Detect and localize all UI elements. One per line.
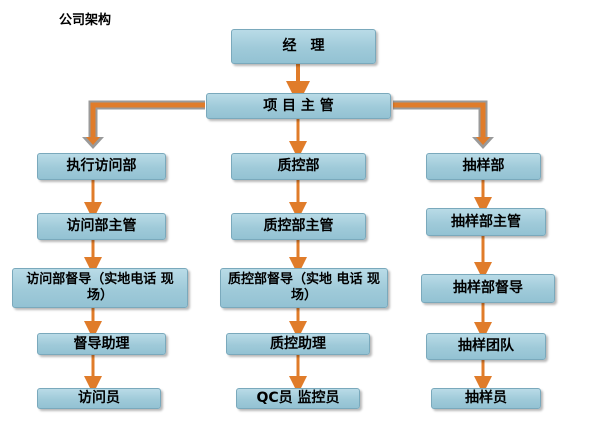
node-manager: 经 理 <box>231 29 376 64</box>
connector-branch-left <box>82 100 205 149</box>
connector-branch-right <box>393 100 494 149</box>
node-sampling-supervisor: 抽样部主管 <box>426 208 546 236</box>
node-sampling-staff: 抽样员 <box>431 388 541 409</box>
node-exec-director: 访问部督导（实地电话 现场） <box>12 268 188 308</box>
node-exec-supervisor: 访问部主管 <box>37 213 166 240</box>
page-title: 公司架构 <box>59 13 112 28</box>
node-qc-assistant: 质控助理 <box>226 333 370 355</box>
node-qc-dept: 质控部 <box>231 153 366 180</box>
node-project-supervisor: 项 目 主 管 <box>206 93 391 119</box>
node-sampling-dept: 抽样部 <box>426 153 541 180</box>
node-qc-supervisor: 质控部主管 <box>231 213 366 240</box>
node-qc-staff: QC员 监控员 <box>236 388 360 409</box>
node-sampling-director: 抽样部督导 <box>421 274 555 303</box>
node-exec-dept: 执行访问部 <box>37 153 166 180</box>
node-qc-director: 质控部督导（实地 电话 现场） <box>220 268 388 308</box>
node-sampling-team: 抽样团队 <box>426 333 546 360</box>
node-exec-staff: 访问员 <box>37 388 161 409</box>
node-exec-assistant: 督导助理 <box>37 333 166 355</box>
